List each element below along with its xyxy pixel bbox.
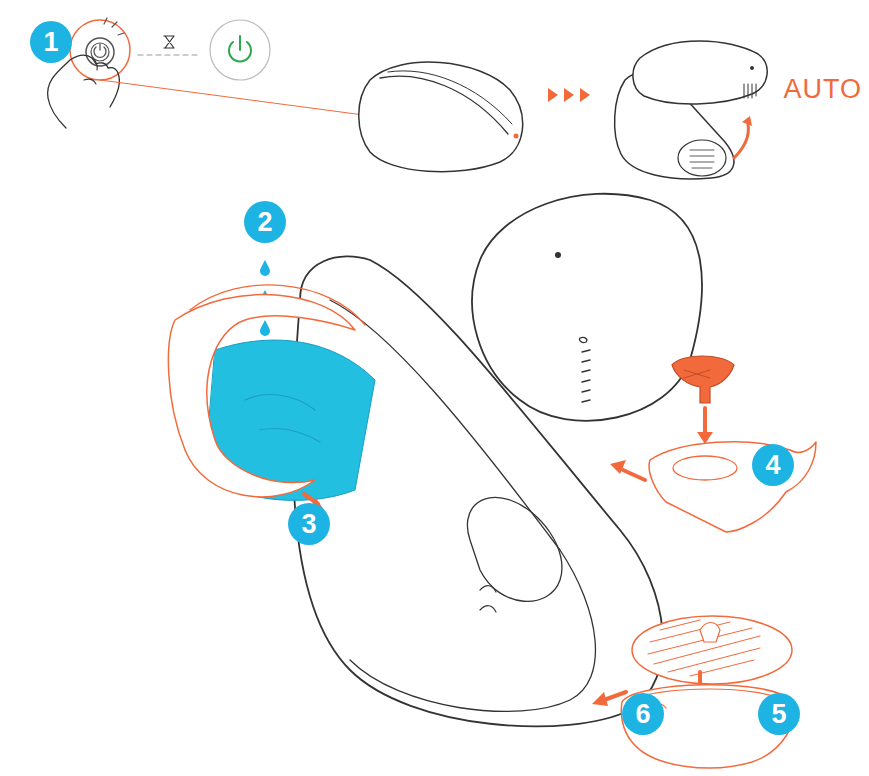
- callout-number: 2: [244, 201, 286, 243]
- callout-number: 5: [758, 693, 800, 735]
- mode-label: AUTO: [781, 74, 864, 105]
- callout-number: 4: [752, 444, 794, 486]
- callout-number: 1: [30, 21, 72, 63]
- callout-number: 3: [288, 503, 330, 545]
- callout-number: 6: [622, 693, 664, 735]
